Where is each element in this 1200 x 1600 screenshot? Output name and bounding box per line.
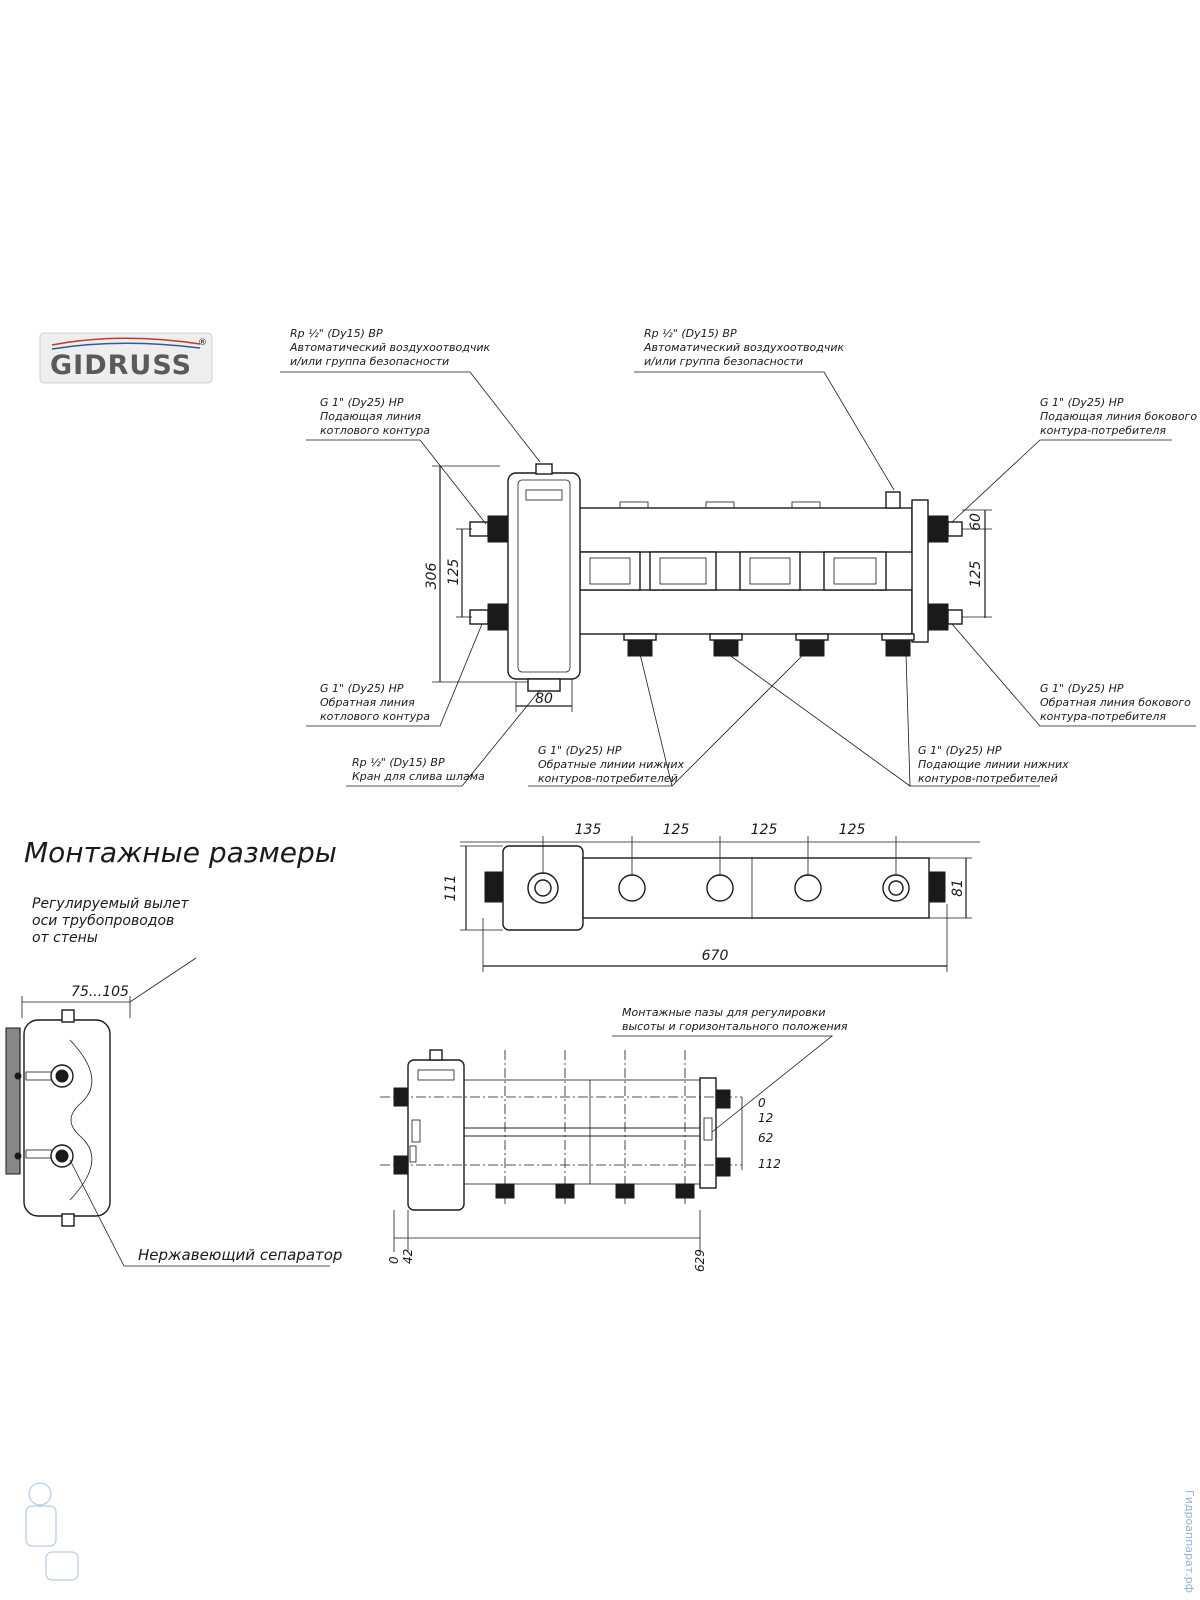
side-view: Регулируемый вылет оси трубопроводов от … — [5, 896, 342, 1267]
brand-registered: ® — [198, 338, 207, 348]
callout-side-supply: G 1" (Dy25) НР Подающая линия бокового к… — [1040, 396, 1197, 437]
svg-text:Подающие линии нижних: Подающие линии нижних — [918, 758, 1069, 771]
svg-text:G 1" (Dy25) НР: G 1" (Dy25) НР — [320, 682, 404, 695]
callout-sludge-drain: Rp ½" (Dy15) ВР Кран для слива шлама — [352, 756, 485, 783]
brand-name: GIDRUSS — [50, 350, 192, 381]
front-mark-0: 0 — [758, 1096, 766, 1110]
svg-text:G 1" (Dy25) НР: G 1" (Dy25) НР — [918, 744, 1002, 757]
svg-text:G 1" (Dy25) НР: G 1" (Dy25) НР — [1040, 682, 1124, 695]
svg-text:G 1" (Dy25) НР: G 1" (Dy25) НР — [1040, 396, 1124, 409]
adjust-range: 75...105 — [71, 984, 129, 1000]
plan-left-height: 111 — [443, 875, 459, 902]
svg-text:Обратная линия бокового: Обратная линия бокового — [1040, 696, 1191, 709]
watermark-text: Гидроаппарат.рф — [1183, 1490, 1196, 1593]
svg-text:Автоматический воздухоотводчик: Автоматический воздухоотводчик — [643, 341, 845, 354]
plan-spacing-4: 125 — [839, 822, 866, 838]
callout-boiler-supply: G 1" (Dy25) НР Подающая линия котлового … — [320, 396, 430, 437]
svg-text:Монтажные пазы для регулировки: Монтажные пазы для регулировки — [622, 1006, 826, 1019]
front-mark-12: 12 — [758, 1111, 773, 1125]
separator-label: Нержавеющий сепаратор — [138, 1246, 342, 1264]
svg-text:Rp ½" (Dy15) ВР: Rp ½" (Dy15) ВР — [352, 756, 445, 769]
plan-spacing-3: 125 — [751, 822, 778, 838]
header-supply — [566, 507, 913, 553]
front-view: Монтажные пазы для регулировки высоты и … — [380, 1006, 848, 1272]
svg-text:Автоматический воздухоотводчик: Автоматический воздухоотводчик — [289, 341, 491, 354]
plan-view: 135 125 125 125 670 111 81 — [443, 822, 980, 972]
top-view: 306 125 80 60 125 Rp ½" (Dy15) ВР А — [280, 327, 1197, 787]
plan-right-height: 81 — [950, 879, 966, 897]
front-mark-112: 112 — [758, 1157, 781, 1171]
svg-text:котлового контура: котлового контура — [320, 710, 430, 723]
front-bottom-0: 0 — [387, 1256, 401, 1264]
front-bottom-629: 629 — [693, 1249, 707, 1272]
svg-text:котлового контура: котлового контура — [320, 424, 430, 437]
front-mark-62: 62 — [758, 1131, 773, 1145]
svg-text:контура-потребителя: контура-потребителя — [1040, 710, 1166, 723]
svg-text:Подающая линия: Подающая линия — [320, 410, 421, 423]
dim-height-total: 306 — [424, 563, 440, 590]
callout-air-vent-left: Rp ½" (Dy15) ВР Автоматический воздухоот… — [289, 327, 491, 368]
svg-text:от стены: от стены — [32, 930, 98, 946]
svg-text:Подающая линия бокового: Подающая линия бокового — [1040, 410, 1197, 423]
svg-text:Обратные линии нижних: Обратные линии нижних — [538, 758, 684, 771]
dim-width-separator: 80 — [535, 691, 553, 707]
svg-text:Регулируемый вылет: Регулируемый вылет — [32, 896, 190, 912]
plan-total-length: 670 — [702, 948, 729, 964]
front-bottom-42: 42 — [401, 1249, 415, 1264]
watermark: Гидроаппарат.рф — [25, 1482, 1196, 1593]
callout-boiler-return: G 1" (Dy25) НР Обратная линия котлового … — [320, 682, 430, 723]
svg-text:и/или группа безопасности: и/или группа безопасности — [290, 355, 449, 368]
svg-text:контура-потребителя: контура-потребителя — [1040, 424, 1166, 437]
svg-text:G 1" (Dy25) НР: G 1" (Dy25) НР — [320, 396, 404, 409]
brand-logo: GIDRUSS ® — [39, 332, 213, 384]
callout-side-return: G 1" (Dy25) НР Обратная линия бокового к… — [1040, 682, 1191, 723]
dim-height-inner-left: 125 — [446, 559, 462, 586]
mounting-title: Монтажные размеры — [24, 836, 337, 869]
svg-text:оси трубопроводов: оси трубопроводов — [32, 913, 174, 929]
header-return — [566, 589, 913, 635]
dim-right-top: 60 — [968, 513, 984, 531]
dim-right-inner: 125 — [968, 561, 984, 588]
svg-text:контуров-потребителей: контуров-потребителей — [918, 772, 1058, 785]
svg-text:высоты и горизонтального полож: высоты и горизонтального положения — [622, 1020, 848, 1033]
svg-text:G 1" (Dy25) НР: G 1" (Dy25) НР — [538, 744, 622, 757]
hydraulic-separator — [507, 472, 581, 680]
svg-text:контуров-потребителей: контуров-потребителей — [538, 772, 678, 785]
plan-spacing-1: 135 — [575, 822, 602, 838]
svg-text:и/или группа безопасности: и/или группа безопасности — [644, 355, 803, 368]
callout-lower-return: G 1" (Dy25) НР Обратные линии нижних кон… — [538, 744, 684, 785]
svg-text:Rp ½" (Dy15) ВР: Rp ½" (Dy15) ВР — [290, 327, 383, 340]
svg-text:Кран для слива шлама: Кран для слива шлама — [352, 770, 485, 783]
callout-lower-supply: G 1" (Dy25) НР Подающие линии нижних кон… — [918, 744, 1069, 785]
plan-spacing-2: 125 — [663, 822, 690, 838]
svg-text:Rp ½" (Dy15) ВР: Rp ½" (Dy15) ВР — [644, 327, 737, 340]
callout-air-vent-right: Rp ½" (Dy15) ВР Автоматический воздухоот… — [643, 327, 845, 368]
svg-text:Обратная линия: Обратная линия — [320, 696, 415, 709]
